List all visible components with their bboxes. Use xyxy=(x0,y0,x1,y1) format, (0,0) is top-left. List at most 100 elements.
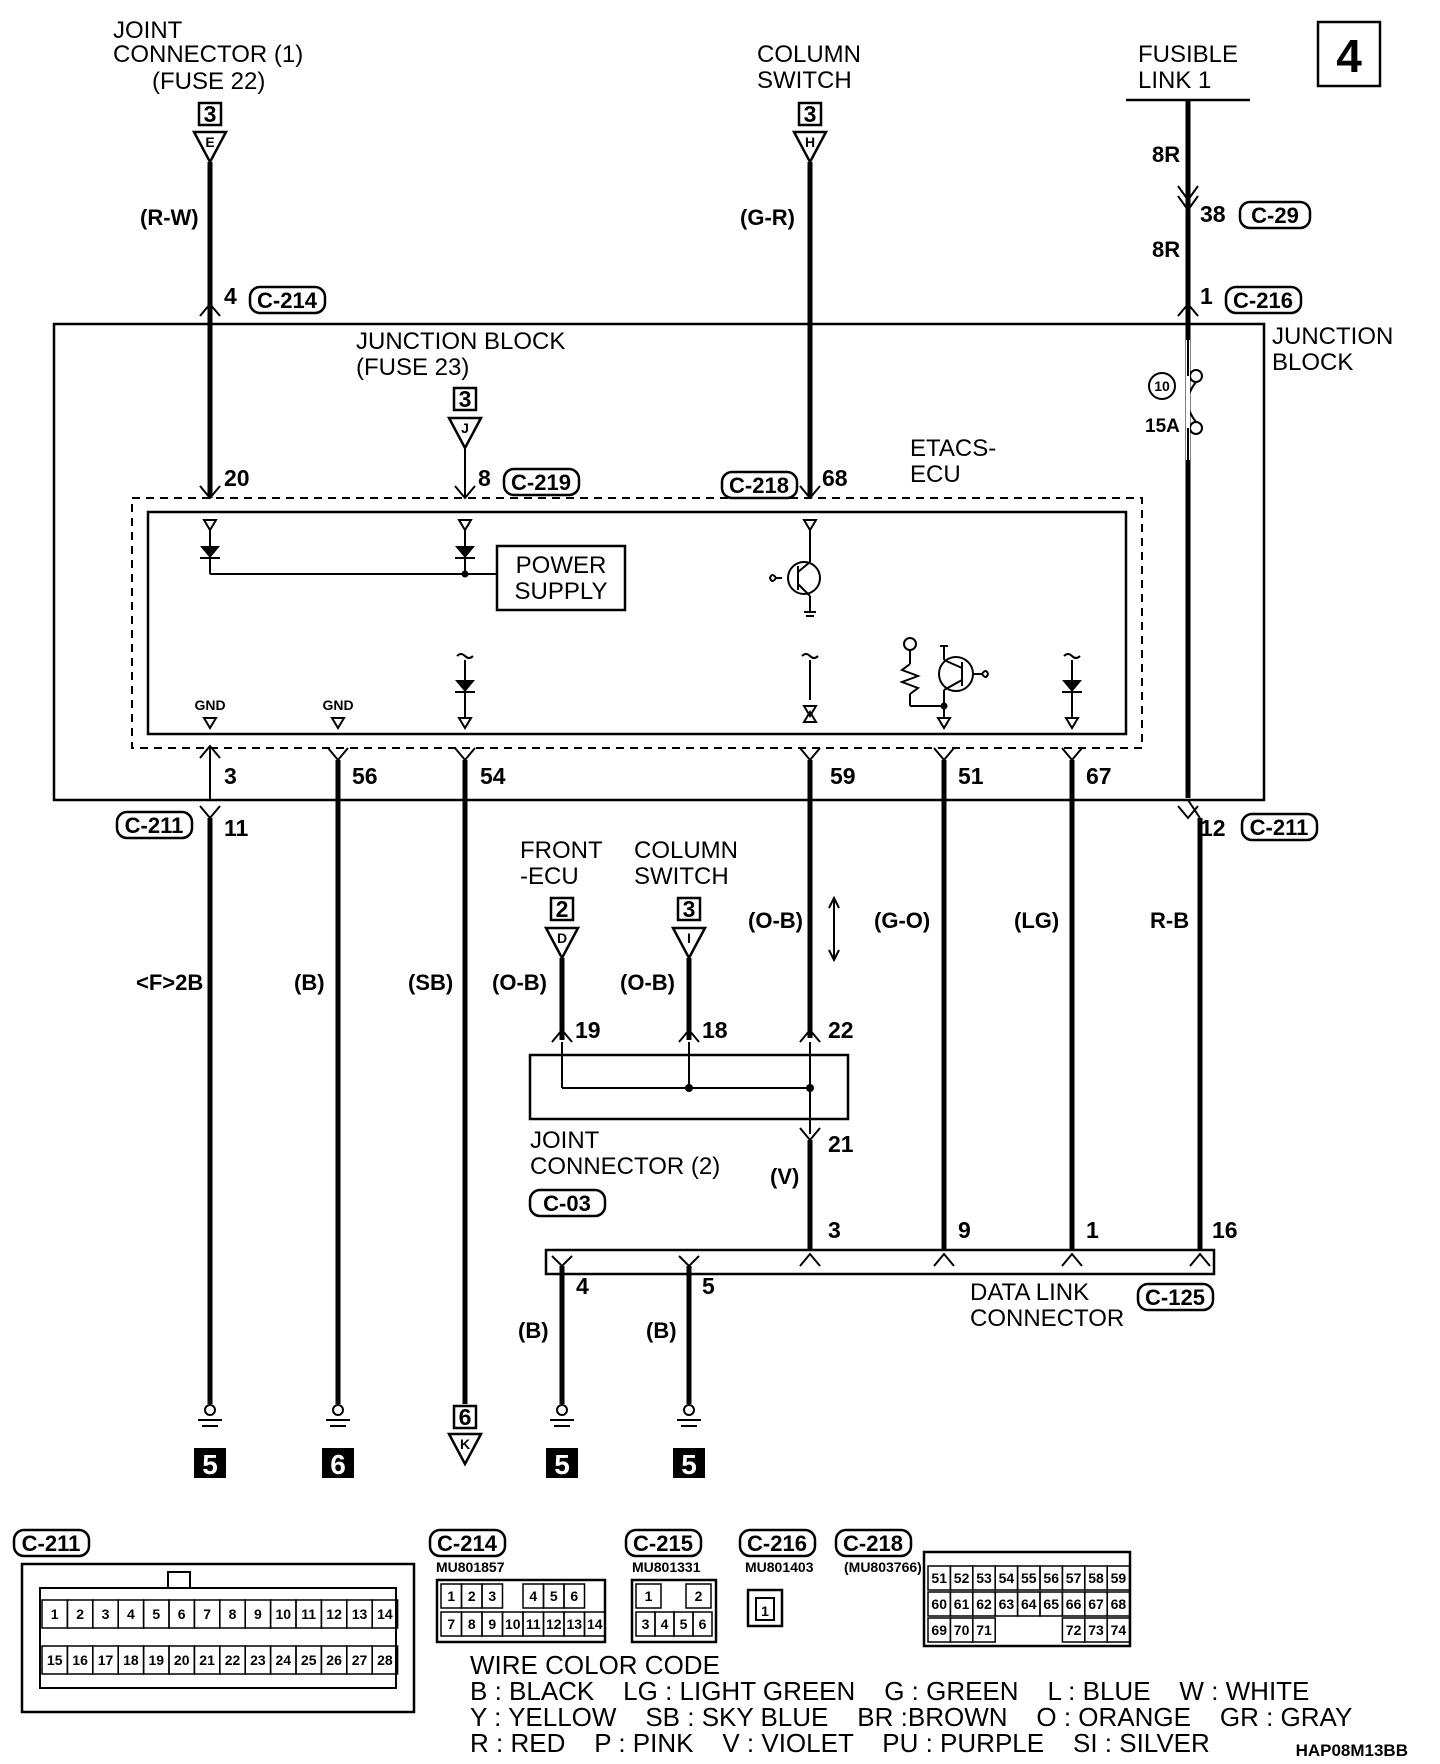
svg-text:LINK 1: LINK 1 xyxy=(1138,67,1211,94)
pin-12: 12 xyxy=(1200,815,1226,841)
svg-text:SWITCH: SWITCH xyxy=(634,863,729,890)
svg-text:CONNECTOR: CONNECTOR xyxy=(970,1305,1124,1332)
svg-text:C-29: C-29 xyxy=(1251,203,1299,228)
svg-text:5: 5 xyxy=(554,1449,570,1480)
data-link-connector-label: DATA LINK CONNECTOR xyxy=(970,1279,1124,1332)
c211-pin-15: 15 xyxy=(47,1652,63,1668)
data-link-connector: 3 9 1 16 4 5 xyxy=(544,1217,1238,1299)
pin-8: 8 xyxy=(478,465,491,491)
c218-pin-56: 56 xyxy=(1043,1570,1059,1586)
wire-label-lg: (LG) xyxy=(1014,908,1059,933)
svg-text:3: 3 xyxy=(204,101,217,127)
svg-text:C-216: C-216 xyxy=(1233,288,1293,313)
svg-text:6: 6 xyxy=(459,1404,472,1430)
svg-text:6: 6 xyxy=(330,1449,346,1480)
c214-pin-1: 1 xyxy=(447,1588,455,1604)
c218-pin-54: 54 xyxy=(999,1570,1015,1586)
c214-pin-6: 6 xyxy=(570,1588,578,1604)
diagram-code: HAP08M13BB xyxy=(1296,1741,1408,1760)
c211-pin-10: 10 xyxy=(276,1606,292,1622)
svg-text:C-218: C-218 xyxy=(729,473,789,498)
c218-pin-72: 72 xyxy=(1066,1622,1082,1638)
svg-text:9: 9 xyxy=(958,1217,971,1243)
c211-pin-11: 11 xyxy=(301,1606,316,1622)
svg-text:C-216: C-216 xyxy=(747,1531,807,1556)
c215-pin-2: 2 xyxy=(695,1588,703,1604)
c218-cell-59 xyxy=(1106,1565,1131,1591)
c211-pin-1: 1 xyxy=(51,1606,59,1622)
svg-text:JUNCTION BLOCK: JUNCTION BLOCK xyxy=(356,328,565,355)
c218-pin-60: 60 xyxy=(931,1596,947,1612)
wire-label-r-w: (R-W) xyxy=(140,205,199,230)
c211-pin-8: 8 xyxy=(229,1606,237,1622)
c214-pin-3: 3 xyxy=(488,1588,496,1604)
svg-text:3: 3 xyxy=(804,101,817,127)
c211-cell-28 xyxy=(371,1645,399,1675)
wire-label-v: (V) xyxy=(770,1164,799,1189)
wire-r-b-link xyxy=(1187,799,1201,819)
c211-pin-16: 16 xyxy=(72,1652,88,1668)
c214-pin-7: 7 xyxy=(447,1616,455,1632)
conn-c-211-left: C-211 xyxy=(115,810,194,840)
joint-connector-1-ref: 3 E xyxy=(191,101,229,165)
svg-text:C-214: C-214 xyxy=(437,1531,498,1556)
c211-pin-22: 22 xyxy=(225,1652,241,1668)
svg-text:5: 5 xyxy=(681,1449,697,1480)
wire-label-8r-top: 8R xyxy=(1152,142,1180,167)
svg-text:SWITCH: SWITCH xyxy=(757,67,852,94)
svg-text:21: 21 xyxy=(828,1131,854,1157)
junction-block-fuse23-label: JUNCTION BLOCK (FUSE 23) xyxy=(356,328,565,381)
c218-pin-64: 64 xyxy=(1021,1596,1037,1612)
svg-text:3: 3 xyxy=(224,763,237,789)
c218-pin-70: 70 xyxy=(954,1622,970,1638)
ground-symbol-2: 6 xyxy=(322,1404,354,1480)
svg-text:SUPPLY: SUPPLY xyxy=(515,578,608,605)
svg-text:B : BLACK LG : LIGHT GREEN: B : BLACK LG : LIGHT GREEN G : GREEN L :… xyxy=(470,1676,1309,1706)
c211-pin-20: 20 xyxy=(174,1652,190,1668)
svg-text:E: E xyxy=(205,134,214,150)
c215-pin-3: 3 xyxy=(642,1616,650,1632)
junction-block-fuse23-ref: 3 J xyxy=(446,386,484,451)
column-switch-2-ref: 3 I xyxy=(670,896,708,961)
svg-text:5: 5 xyxy=(702,1273,715,1299)
svg-text:CONNECTOR (1): CONNECTOR (1) xyxy=(113,41,303,68)
fuse-10: 10 15A xyxy=(1145,324,1203,798)
svg-text:K: K xyxy=(460,1436,470,1452)
diode-20 xyxy=(200,530,220,574)
svg-text:54: 54 xyxy=(480,763,506,789)
svg-text:56: 56 xyxy=(352,763,378,789)
joint-connector-2: 19 18 22 21 xyxy=(528,1017,854,1157)
svg-text:C-218: C-218 xyxy=(843,1531,903,1556)
ground-symbol-3: 5 xyxy=(546,1404,578,1480)
c218-pin-57: 57 xyxy=(1066,1570,1082,1586)
svg-text:ECU: ECU xyxy=(910,461,961,488)
front-ecu-ref: 2 D xyxy=(543,896,581,961)
svg-text:51: 51 xyxy=(958,763,984,789)
c211-pin-24: 24 xyxy=(276,1652,292,1668)
svg-text:C-219: C-219 xyxy=(511,470,571,495)
wire-label-b-5: (B) xyxy=(646,1318,677,1343)
connector-c-216: C-216 MU801403 1 xyxy=(738,1528,817,1628)
svg-text:H: H xyxy=(805,134,815,150)
c218-pin-73: 73 xyxy=(1088,1622,1104,1638)
c214-pin-12: 12 xyxy=(546,1616,562,1632)
svg-text:-ECU: -ECU xyxy=(520,863,579,890)
bidirectional-arrow xyxy=(828,895,840,963)
svg-text:19: 19 xyxy=(575,1017,601,1043)
c215-pin-1: 1 xyxy=(645,1588,653,1604)
c218-pin-59: 59 xyxy=(1111,1570,1127,1586)
svg-text:MU801403: MU801403 xyxy=(745,1559,814,1575)
svg-text:BLOCK: BLOCK xyxy=(1272,349,1353,376)
c211-pin-9: 9 xyxy=(254,1606,262,1622)
c218-pin-58: 58 xyxy=(1088,1570,1104,1586)
svg-text:1: 1 xyxy=(1086,1217,1099,1243)
wire-label-8r-bottom: 8R xyxy=(1152,237,1180,262)
c211-pin-6: 6 xyxy=(178,1606,186,1622)
svg-text:WIRE COLOR CODE: WIRE COLOR CODE xyxy=(470,1650,720,1680)
conn-c-218: C-218 xyxy=(720,470,799,500)
svg-text:JOINT: JOINT xyxy=(530,1127,600,1154)
c215-pin-5: 5 xyxy=(680,1616,688,1632)
pin-38: 38 xyxy=(1200,201,1226,227)
